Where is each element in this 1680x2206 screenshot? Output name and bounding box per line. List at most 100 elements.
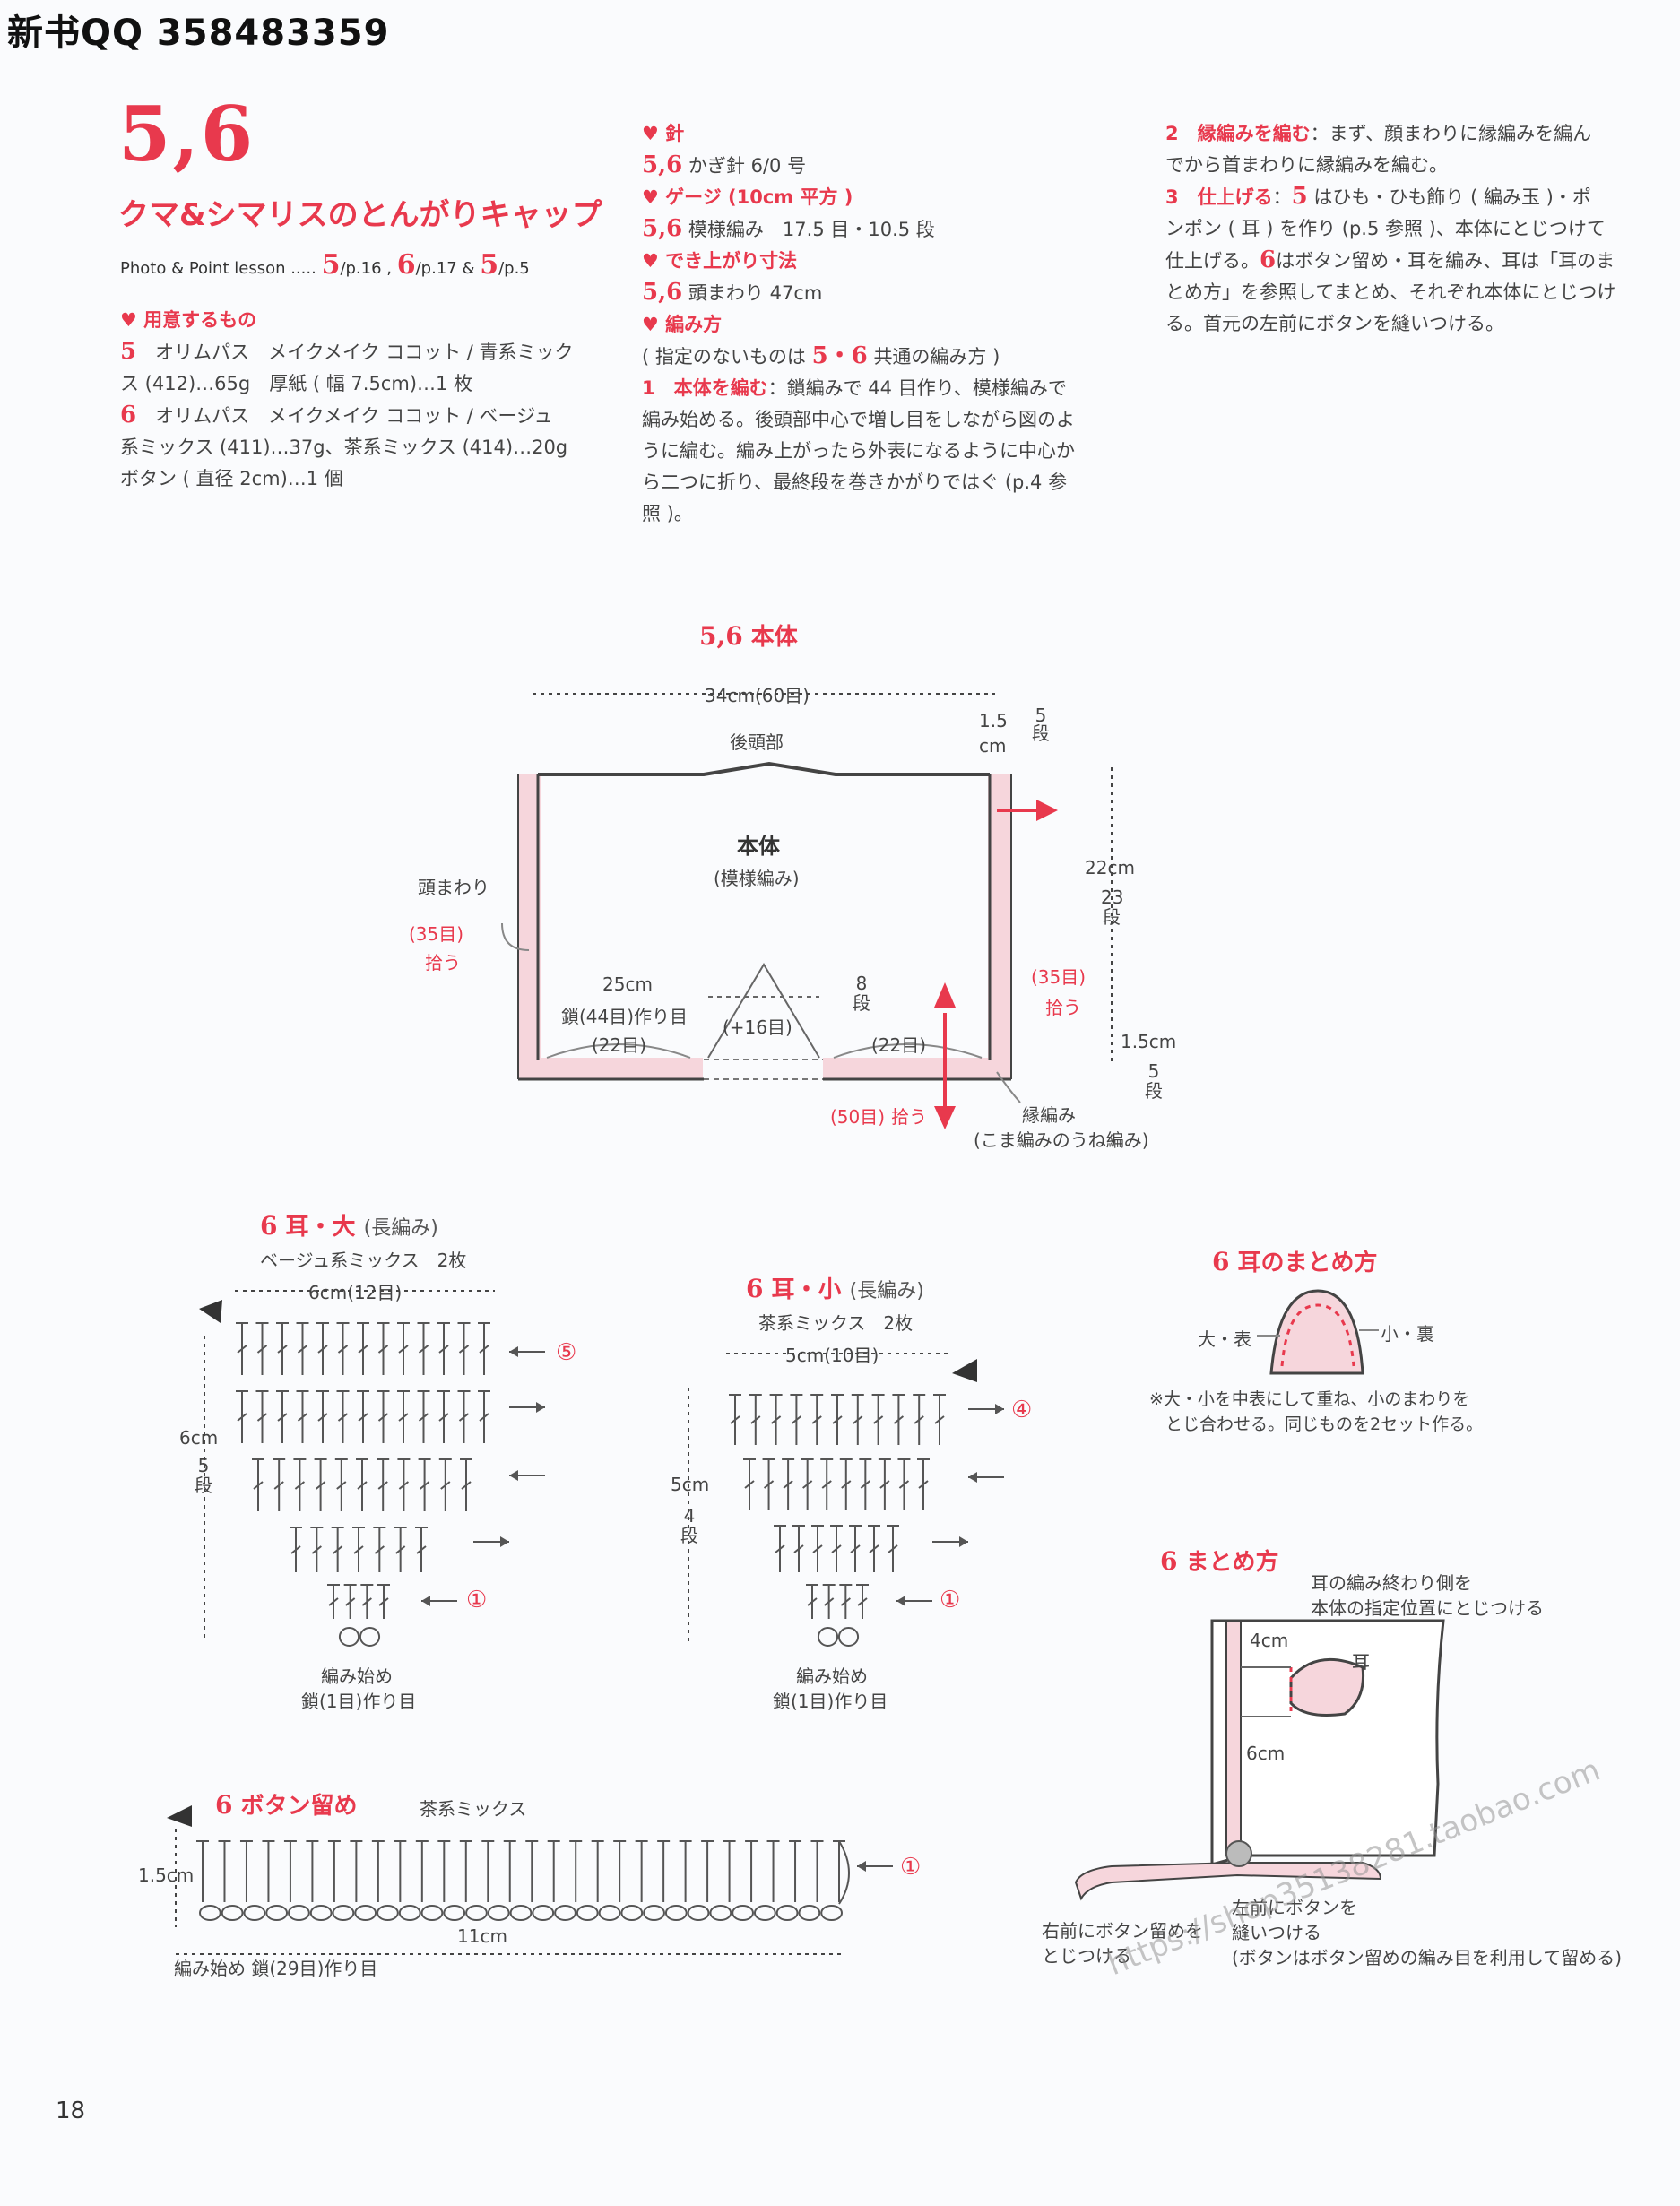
body-diagram-title: 5,6 本体 <box>699 619 798 652</box>
dc-slash <box>744 1480 755 1489</box>
ear-attached <box>1289 1657 1365 1717</box>
button-icon <box>1225 1840 1252 1867</box>
dc-slash <box>418 1413 429 1422</box>
ear-small-start1: 編み始め <box>796 1665 868 1687</box>
dc-slash <box>311 1545 322 1554</box>
ref-num: 5 <box>480 249 499 281</box>
material-line: 5 オリムパス メイクメイク ココット / 青系ミック <box>120 336 574 368</box>
dc-slash <box>811 1415 822 1424</box>
dc-slash <box>416 1545 427 1554</box>
dc-slash <box>273 1481 284 1490</box>
ear-small-chart <box>688 1353 1004 1647</box>
dc-slash <box>253 1481 264 1490</box>
ear-shape <box>1269 1289 1364 1375</box>
needle-heading: ♥ 針 <box>642 123 685 144</box>
chain-stitch <box>359 1627 381 1647</box>
step-text: でから首まわりに縁編みを編む。 <box>1165 154 1448 176</box>
material-text: オリムパス メイクメイク ココット / ベージュ <box>155 405 553 427</box>
chain-stitch <box>487 1905 510 1921</box>
row-arrow-head <box>509 1470 518 1481</box>
right-22-label: (22目) <box>871 1034 927 1056</box>
edge-arrow-head <box>1036 800 1058 821</box>
dc-slash <box>914 1415 924 1424</box>
ear-assembly-title-text: 耳のまとめ方 <box>1237 1250 1378 1276</box>
ear-large-chart <box>199 1290 545 1647</box>
dc-slash <box>775 1544 785 1553</box>
chain-stitch <box>817 1627 839 1647</box>
assembly-left3: (ボタンはボタン留めの編み目を利用して留める) <box>1232 1947 1623 1968</box>
chain-stitch <box>576 1905 599 1921</box>
neck-rows-label: 5段 <box>1145 1060 1163 1102</box>
dc-slash <box>783 1480 793 1489</box>
step-text: うに編む。編み上がったら外表になるように中心か <box>642 440 1075 462</box>
chain-stitch <box>753 1905 776 1921</box>
size-value: 頭まわり 47cm <box>688 282 823 304</box>
chain-stitch <box>709 1905 732 1921</box>
ear-small-height: 5cm <box>671 1474 710 1495</box>
assembly-note2: 本体の指定位置にとじつける <box>1311 1597 1544 1619</box>
chain-stitch <box>532 1905 555 1921</box>
needle-value: かぎ針 6/0 号 <box>688 155 807 177</box>
chain-stitch <box>338 1627 360 1647</box>
button-loop-yarn: 茶系ミックス <box>420 1798 527 1820</box>
dc-slash <box>256 1345 268 1354</box>
dc-slash <box>328 1597 339 1606</box>
step-number: 2 <box>1165 123 1179 144</box>
dc-slash <box>277 1345 288 1354</box>
material-line: 6 オリムパス メイクメイク ココット / ベージュ <box>120 400 574 432</box>
dc-slash <box>918 1480 929 1489</box>
dc-slash <box>358 1413 368 1422</box>
dc-slash <box>841 1480 852 1489</box>
ear-large-width: 6cm(12目) <box>308 1282 403 1303</box>
back-head-label: 後頭部 <box>730 731 784 753</box>
dc-slash <box>479 1345 489 1354</box>
chain-stitch <box>420 1905 444 1921</box>
assembly-left2: 縫いつける <box>1232 1922 1321 1943</box>
button-loop-width: 11cm <box>457 1925 507 1947</box>
dc-slash <box>256 1413 268 1422</box>
increase-label: (+16目) <box>723 1016 792 1038</box>
dc-slash <box>461 1481 472 1490</box>
chain-width-label: 25cm <box>602 973 653 995</box>
ear-assembly-title: 6 耳のまとめ方 <box>1212 1244 1378 1277</box>
ear-small-yarn: 茶系ミックス 2枚 <box>758 1312 914 1334</box>
dc-slash <box>317 1413 328 1422</box>
ear-small-title: 6 耳・小 (長編み) <box>746 1271 924 1304</box>
chain-stitch <box>732 1905 754 1921</box>
row-arrow-head <box>896 1596 905 1606</box>
step-text: 仕上げる。 <box>1165 250 1260 272</box>
chain-stitch <box>288 1905 310 1921</box>
start-marker <box>952 1359 977 1382</box>
ref-page: /p.17 & <box>415 259 475 278</box>
neck-edge-label: 1.5cm <box>1121 1031 1177 1052</box>
ear-small-start2: 鎖(1目)作り目 <box>773 1691 888 1712</box>
dc-slash <box>793 1544 804 1553</box>
material-line: 系ミックス (411)…37g、茶系ミックス (414)…20g <box>120 437 568 458</box>
assembly-left1: 左前にボタンを <box>1232 1897 1357 1918</box>
row-arrow-head <box>995 1404 1004 1414</box>
chain-stitch <box>377 1905 399 1921</box>
chain-label: 鎖(44目)作り目 <box>561 1006 688 1027</box>
step-text: ら二つに折り、最終段を巻きかがりではぐ (p.4 参 <box>642 471 1068 493</box>
row-arrow-head <box>509 1346 518 1357</box>
qq-header: 新书QQ 358483359 <box>7 13 390 54</box>
ear-assembly-note1: ※大・小を中表にして重ね、小のまわりを <box>1149 1389 1470 1409</box>
button-loop-height: 1.5cm <box>138 1864 195 1886</box>
dc-slash <box>812 1544 823 1553</box>
right-pick-count: (35目) <box>1031 966 1087 988</box>
face-edge-strip <box>1225 1620 1242 1856</box>
start-marker <box>167 1805 192 1827</box>
ref-num: 5 <box>321 249 341 281</box>
ear-large-row1: ① <box>466 1587 488 1613</box>
button-loop-start: 編み始め 鎖(29目)作り目 <box>174 1958 378 1979</box>
gauge-heading: ♥ ゲージ (10cm 平方 ) <box>642 186 853 208</box>
page-number: 18 <box>56 2098 86 2124</box>
model-num: 5,6 <box>642 215 683 242</box>
dc-slash <box>888 1544 898 1553</box>
chain-stitch <box>554 1905 576 1921</box>
dc-slash <box>294 1481 306 1490</box>
chain-stitch <box>398 1905 421 1921</box>
material-line: ボタン ( 直径 2cm)…1 個 <box>120 468 343 489</box>
body-pattern-label: (模様編み) <box>714 868 800 889</box>
dc-slash <box>357 1481 368 1490</box>
